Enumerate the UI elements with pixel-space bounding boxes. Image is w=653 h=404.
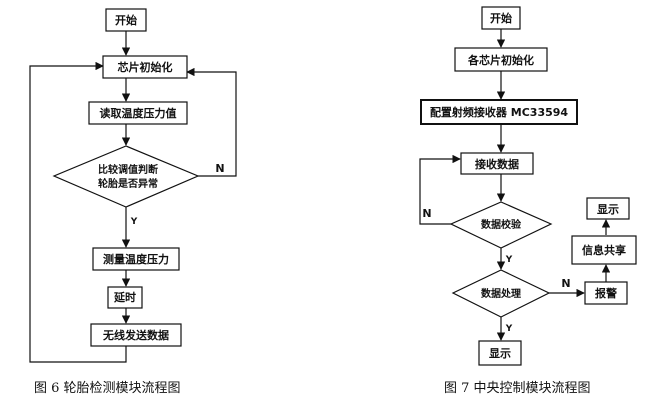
f7-start-box [481, 6, 521, 30]
f7-verify-label: 数据校验 [481, 218, 522, 231]
f7-no-process-label: N [561, 277, 570, 290]
f6-yes-label: Y [130, 217, 138, 227]
figure7-caption: 图 7 中央控制模块流程图 [444, 381, 591, 396]
f7-alarm-box [584, 281, 628, 305]
f7-receive-label: 接收数据 [475, 157, 519, 171]
f7-verify-diamond [449, 201, 553, 249]
f7-process-label: 数据处理 [481, 287, 521, 300]
f7-share-label: 信息共享 [582, 243, 626, 257]
f7-process-diamond [451, 269, 551, 318]
f6-delay-label: 延时 [113, 290, 136, 304]
f6-measure-label: 测量温度压力 [103, 252, 169, 266]
f6-decision-label-1: 比较调值判断 [98, 163, 158, 176]
f7-config-label: 配置射频接收器 MC33594 [430, 105, 568, 119]
f6-send-label: 无线发送数据 [102, 328, 169, 342]
f7-config-box [420, 99, 578, 125]
f7-init-label: 各芯片初始化 [467, 53, 534, 67]
f7-init-box [454, 47, 548, 72]
f6-no-label: N [215, 162, 224, 175]
f7-yes-verify-label: Y [505, 255, 513, 265]
figure6-flowchart [29, 31, 237, 363]
f6-start-box [105, 8, 147, 32]
f6-init-label: 芯片初始化 [118, 60, 173, 74]
f6-delay-box [107, 286, 143, 309]
f6-arrow-no-loop [186, 67, 237, 177]
f7-share-box [571, 235, 637, 265]
f6-decision-diamond [52, 145, 200, 208]
figure6-caption: 图 6 轮胎检测模块流程图 [34, 381, 181, 396]
f7-alarm-label: 报警 [595, 286, 617, 300]
f7-arrow-no-loop [419, 154, 461, 225]
f6-arrow-return-loop [29, 61, 127, 363]
f7-no-verify-label: N [422, 207, 431, 220]
f7-display-top-box [586, 197, 630, 220]
f7-receive-box [460, 152, 534, 175]
f6-send-box [90, 323, 182, 347]
f6-start-label: 开始 [115, 13, 137, 27]
f6-measure-box [92, 247, 180, 271]
f7-yes-process-label: Y [505, 324, 513, 334]
f6-init-box [102, 55, 188, 79]
f6-decision-label-2: 轮胎是否异常 [98, 177, 158, 190]
f7-start-label: 开始 [490, 11, 512, 25]
f6-read-label: 读取温度压力值 [100, 106, 177, 120]
f7-display-bottom-box [478, 340, 522, 366]
f7-display-bottom-label: 显示 [489, 347, 511, 360]
f7-display-top-label: 显示 [597, 203, 619, 216]
f6-read-box [88, 101, 188, 125]
figure7-flowchart [419, 29, 611, 341]
